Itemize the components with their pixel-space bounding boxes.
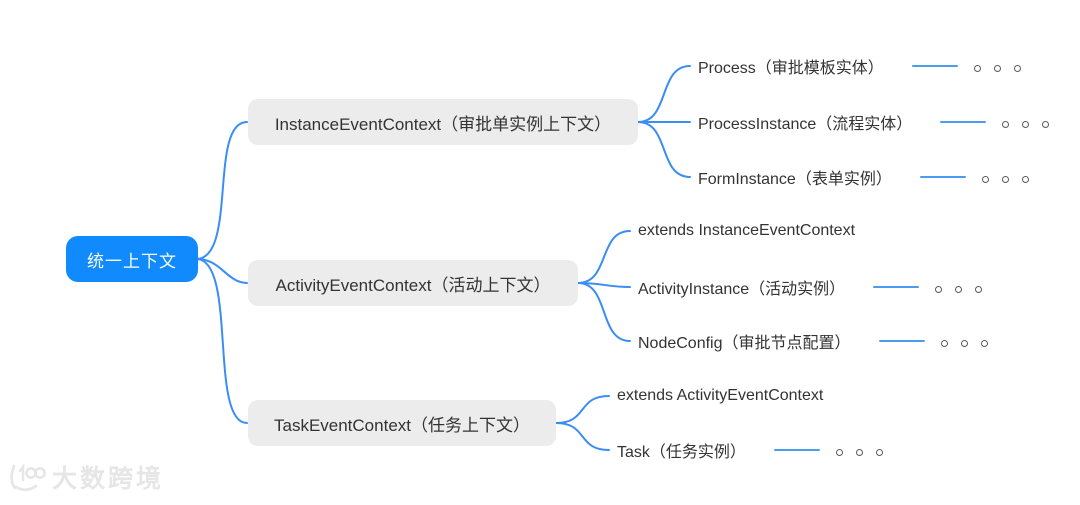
topic-label[interactable]: extends InstanceEventContext bbox=[638, 222, 856, 239]
dot-icon bbox=[1013, 64, 1021, 72]
connector-activity-to-nodeconfig bbox=[577, 282, 631, 342]
connector-instance-to-process bbox=[637, 65, 691, 123]
connector-activity-to-extends bbox=[577, 230, 631, 284]
collapsed-ellipsis[interactable] bbox=[835, 448, 883, 456]
summary-line bbox=[773, 448, 820, 452]
collapsed-ellipsis[interactable] bbox=[940, 339, 988, 347]
dot-icon bbox=[855, 448, 863, 456]
dot-icon bbox=[1021, 175, 1029, 183]
collapsed-ellipsis[interactable] bbox=[973, 64, 1021, 72]
connector-root-to-instance bbox=[196, 121, 248, 260]
collapsed-ellipsis[interactable] bbox=[1002, 120, 1050, 128]
summary-line bbox=[940, 120, 987, 124]
dot-icon bbox=[940, 339, 948, 347]
branch-instance-event-context[interactable]: InstanceEventContext（审批单实例上下文） bbox=[248, 99, 638, 145]
collapsed-ellipsis[interactable] bbox=[981, 175, 1029, 183]
dot-icon bbox=[980, 339, 988, 347]
connector-root-to-task bbox=[196, 258, 248, 424]
root-node[interactable]: 统一上下文 bbox=[66, 236, 198, 282]
watermark-text: 大数跨境 bbox=[52, 465, 165, 493]
leaf-task: Task（任务实例） bbox=[617, 438, 883, 462]
dot-icon bbox=[935, 285, 943, 293]
dot-icon bbox=[1002, 120, 1010, 128]
leaf-form-instance: FormInstance（表单实例） bbox=[698, 165, 1029, 189]
dot-icon bbox=[981, 175, 989, 183]
dot-icon bbox=[993, 64, 1001, 72]
leaf-extends-activity-event-context: extends ActivityEventContext bbox=[617, 387, 823, 405]
dot-icon bbox=[1042, 120, 1050, 128]
topic-label[interactable]: ProcessInstance（流程实体） bbox=[698, 116, 913, 133]
dot-icon bbox=[1001, 175, 1009, 183]
leaf-process: Process（审批模板实体） bbox=[698, 54, 1021, 78]
summary-line bbox=[878, 339, 925, 343]
connector-root-to-activity bbox=[196, 258, 248, 284]
dot-icon bbox=[835, 448, 843, 456]
dot-icon bbox=[975, 285, 983, 293]
dot-icon bbox=[973, 64, 981, 72]
summary-line bbox=[911, 64, 958, 68]
topic-label[interactable]: extends ActivityEventContext bbox=[617, 387, 824, 404]
watermark-logo-icon bbox=[10, 463, 46, 492]
dot-icon bbox=[1022, 120, 1030, 128]
collapsed-ellipsis[interactable] bbox=[935, 285, 983, 293]
leaf-node-config: NodeConfig（审批节点配置） bbox=[638, 329, 988, 353]
leaf-activity-instance: ActivityInstance（活动实例） bbox=[638, 275, 983, 299]
connector-task-to-taskleaf bbox=[555, 422, 610, 451]
topic-label[interactable]: FormInstance（表单实例） bbox=[698, 171, 892, 188]
branch-activity-event-context[interactable]: ActivityEventContext（活动上下文） bbox=[248, 260, 578, 306]
connector-activity-to-activityinstance bbox=[577, 282, 631, 288]
watermark: 大数跨境 bbox=[6, 458, 164, 496]
topic-label[interactable]: Process（审批模板实体） bbox=[698, 60, 884, 77]
topic-label[interactable]: Task（任务实例） bbox=[617, 444, 746, 461]
dot-icon bbox=[875, 448, 883, 456]
summary-line bbox=[873, 285, 920, 289]
topic-label[interactable]: ActivityInstance（活动实例） bbox=[638, 281, 846, 298]
connector-task-to-extends bbox=[555, 395, 610, 424]
branch-task-event-context[interactable]: TaskEventContext（任务上下文） bbox=[248, 400, 556, 446]
topic-label[interactable]: NodeConfig（审批节点配置） bbox=[638, 335, 851, 352]
dot-icon bbox=[955, 285, 963, 293]
leaf-extends-instance-event-context: extends InstanceEventContext bbox=[638, 222, 855, 240]
summary-line bbox=[919, 175, 966, 179]
connector-instance-to-forminstance bbox=[637, 121, 691, 178]
leaf-process-instance: ProcessInstance（流程实体） bbox=[698, 110, 1050, 134]
dot-icon bbox=[960, 339, 968, 347]
